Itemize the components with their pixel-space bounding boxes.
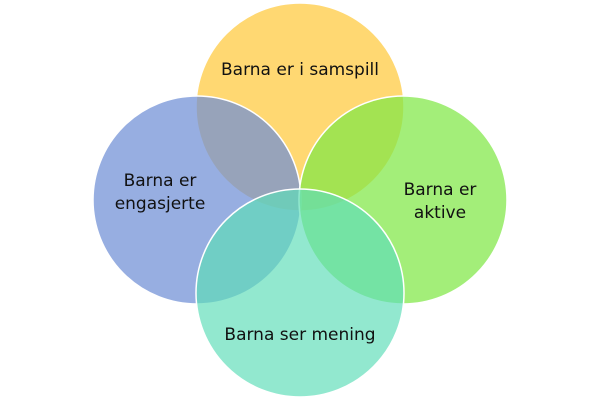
- label-mening: Barna ser mening: [224, 325, 375, 345]
- label-aktive-line2: aktive: [414, 203, 466, 223]
- label-engasjerte-line2: engasjerte: [115, 194, 206, 214]
- label-aktive-line1: Barna er: [404, 180, 477, 200]
- circle-mening: [195, 188, 405, 398]
- label-engasjerte-line1: Barna er: [124, 171, 197, 191]
- label-samspill: Barna er i samspill: [221, 60, 379, 80]
